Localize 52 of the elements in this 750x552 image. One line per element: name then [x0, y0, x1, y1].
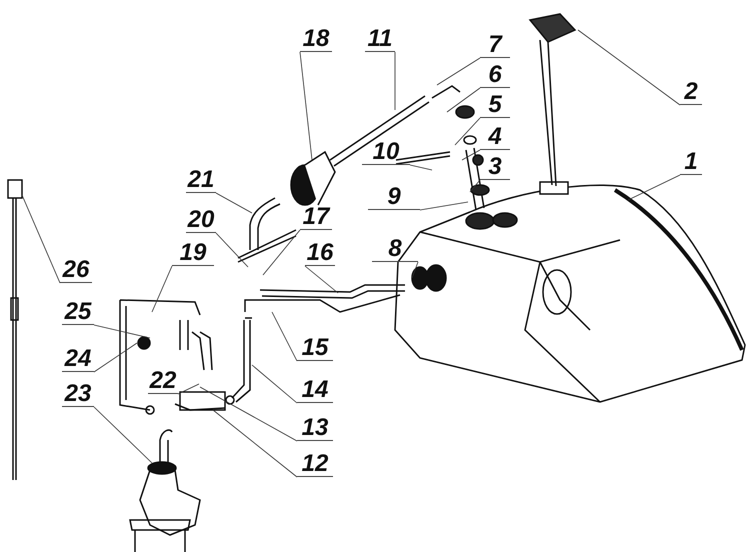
- leader-line: [410, 164, 432, 170]
- leader-line: [216, 192, 252, 214]
- leader-line: [628, 174, 680, 200]
- callout-number: 11: [365, 26, 395, 52]
- leader-line: [394, 52, 396, 110]
- leader-line: [446, 88, 480, 112]
- leader-line: [94, 324, 150, 338]
- leader-line: [412, 262, 418, 278]
- callout-number: 4: [480, 124, 510, 150]
- callout-number: 22: [148, 368, 178, 394]
- leader-line: [454, 118, 480, 146]
- callout-number: 6: [480, 62, 510, 88]
- leader-line: [272, 312, 298, 362]
- callout-number: 2: [680, 79, 702, 105]
- leader-line: [152, 266, 172, 312]
- leader-line: [436, 58, 480, 86]
- leader-line: [216, 232, 248, 268]
- callout-number: 23: [62, 381, 94, 407]
- callout-number: 26: [60, 257, 92, 283]
- callout-number: 25: [62, 299, 94, 325]
- callout-number: 17: [300, 204, 332, 230]
- leader-line: [462, 150, 480, 160]
- callout-number: 13: [297, 415, 333, 441]
- leader-line: [94, 342, 138, 372]
- callout-number: 15: [297, 335, 333, 361]
- leader-line: [200, 386, 298, 442]
- leader-line: [94, 406, 152, 464]
- callout-number: 20: [186, 207, 216, 233]
- leader-line: [470, 180, 480, 192]
- callout-number: 21: [186, 167, 216, 193]
- callout-number: 16: [305, 240, 335, 266]
- leader-line: [420, 202, 468, 210]
- callout-number: 19: [172, 240, 214, 266]
- callout-number: 1: [680, 149, 702, 175]
- leader-line: [300, 52, 312, 160]
- callout-number: 5: [480, 92, 510, 118]
- leader-line: [212, 410, 298, 478]
- callout-number: 9: [368, 184, 420, 210]
- callout-number: 3: [480, 154, 510, 180]
- callout-number: 7: [480, 32, 510, 58]
- leader-line: [578, 30, 680, 106]
- callout-number: 12: [297, 451, 333, 477]
- leader-line: [262, 230, 300, 276]
- callout-number: 8: [372, 236, 418, 262]
- callout-number: 10: [362, 139, 410, 165]
- callout-number: 18: [300, 26, 332, 52]
- leader-line: [252, 364, 298, 404]
- leader-line: [22, 194, 60, 284]
- callout-number: 24: [62, 346, 94, 372]
- leader-line: [178, 384, 200, 394]
- callout-number: 14: [297, 377, 333, 403]
- leader-line: [304, 266, 338, 294]
